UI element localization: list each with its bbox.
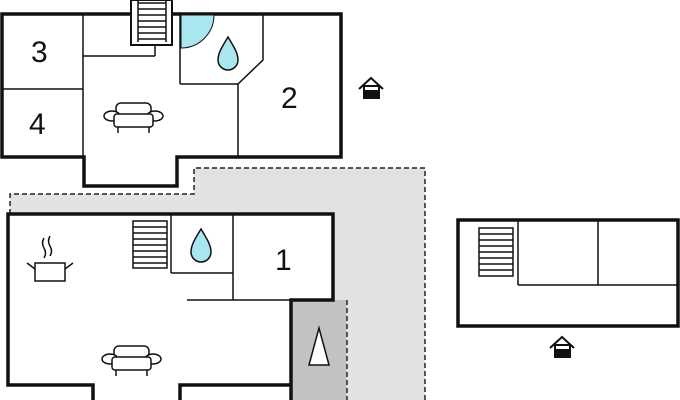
lower-floor bbox=[6, 212, 335, 400]
wall-bath-bottom bbox=[180, 14, 264, 85]
staircase-icon bbox=[478, 227, 514, 277]
upper-floor bbox=[0, 12, 343, 188]
annex-building bbox=[456, 218, 680, 328]
room-3-label: 3 bbox=[31, 36, 48, 69]
lower-floor-entry-wall bbox=[178, 383, 290, 400]
house-entrance-icon bbox=[358, 76, 384, 99]
room-2-label: 2 bbox=[281, 82, 298, 115]
annex-outer-wall bbox=[456, 218, 680, 328]
cooking-pot-icon bbox=[26, 235, 74, 282]
compass-icon bbox=[308, 325, 330, 366]
room-1-label: 1 bbox=[275, 244, 292, 277]
water-drop-icon bbox=[190, 227, 212, 263]
terrace-area bbox=[10, 168, 425, 400]
house-entrance-icon bbox=[549, 335, 575, 358]
room-4-label: 4 bbox=[29, 108, 46, 141]
shower-area bbox=[180, 14, 215, 49]
staircase-icon bbox=[130, 0, 173, 46]
sofa-icon bbox=[101, 345, 162, 376]
sofa-icon bbox=[103, 102, 164, 133]
upper-floor-outer-wall bbox=[0, 12, 343, 188]
terrace-dashed-outline bbox=[9, 167, 426, 400]
water-drop-icon bbox=[217, 35, 239, 71]
staircase-icon bbox=[132, 220, 168, 269]
